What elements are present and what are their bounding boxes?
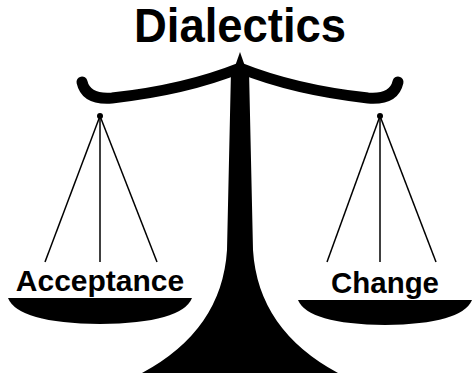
right-strings (327, 116, 436, 262)
scale-post (142, 70, 338, 373)
scale-beam (82, 68, 398, 98)
right-pan (298, 300, 472, 325)
diagram-title: Dialectics (134, 2, 346, 50)
pan-label: Acceptance (16, 266, 184, 296)
pan-label: Change (331, 268, 439, 298)
left-pan (8, 298, 192, 324)
left-strings (45, 116, 157, 262)
